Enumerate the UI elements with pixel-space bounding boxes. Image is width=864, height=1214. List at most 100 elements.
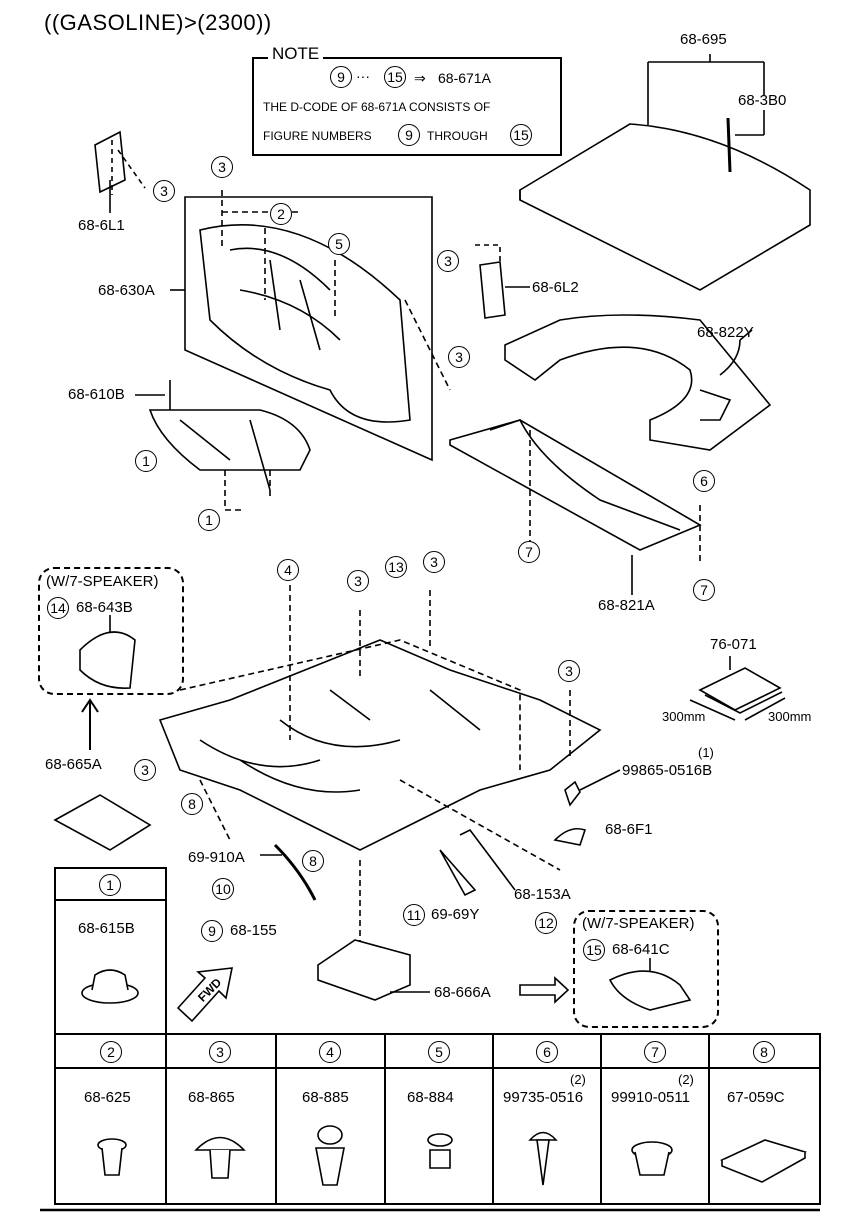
- note-box: [252, 57, 562, 156]
- speaker-right-heading: (W/7-SPEAKER): [582, 915, 695, 932]
- callout-3: 3: [448, 346, 470, 368]
- note-arrow: ⇒: [414, 70, 426, 86]
- label-dim-b: 300mm: [768, 709, 812, 724]
- pad-icon-8: [719, 1139, 808, 1183]
- callout-8: 8: [302, 850, 324, 872]
- note-line3-num-15: 15: [510, 124, 532, 146]
- table-num-1: 1: [99, 874, 121, 896]
- pad-665a-drawing: [53, 794, 152, 851]
- speaker-left-heading: (W/7-SPEAKER): [46, 573, 159, 590]
- label-99865-0516b: 99865-0516B: [622, 762, 713, 779]
- callout-8: 8: [181, 793, 203, 815]
- table-part-99735-0516: 99735-0516: [503, 1089, 584, 1106]
- table-num-5: 5: [428, 1041, 450, 1063]
- callout-1: 1: [198, 509, 220, 531]
- rear-tray-drawing: [504, 314, 772, 451]
- note-line-3b: THROUGH: [427, 129, 488, 143]
- note-heading: NOTE: [268, 44, 324, 64]
- note-target: 68-671A: [438, 70, 491, 86]
- note-range-sep: ···: [356, 68, 370, 84]
- label-dim-a: 300mm: [662, 709, 706, 724]
- grommet-icon-7: [631, 1141, 673, 1176]
- label-68-3b0: 68-3B0: [738, 92, 787, 109]
- table-part-68-615b: 68-615B: [78, 920, 135, 937]
- dash-panel-drawing: [199, 224, 411, 423]
- table-part-68-625: 68-625: [84, 1089, 131, 1106]
- panel-6l2-drawing: [479, 261, 506, 319]
- callout-3: 3: [558, 660, 580, 682]
- callout-3: 3: [211, 156, 233, 178]
- callout-3: 3: [153, 180, 175, 202]
- callout-10: 10: [212, 878, 234, 900]
- table-num-2: 2: [100, 1041, 122, 1063]
- table-qty-7: (2): [678, 1072, 694, 1087]
- label-68-695: 68-695: [680, 31, 727, 48]
- label-76-071: 76-071: [710, 636, 757, 653]
- callout-3: 3: [134, 759, 156, 781]
- cross-member-drawing: [148, 409, 311, 471]
- page-title: ((GASOLINE)>(2300)): [44, 10, 272, 35]
- pad-76-071-drawing: [698, 667, 782, 711]
- label-68-822y: 68-822Y: [697, 324, 754, 341]
- table-part-68-884: 68-884: [407, 1089, 454, 1106]
- callout-4: 4: [277, 559, 299, 581]
- label-68-641c: 68-641C: [612, 941, 670, 958]
- clip-icon-1: [81, 969, 139, 1004]
- label-68-153a: 68-153A: [514, 886, 571, 903]
- callout-12: 12: [535, 912, 557, 934]
- table-num-7: 7: [644, 1041, 666, 1063]
- table-num-4: 4: [319, 1041, 341, 1063]
- speaker-box-left: [38, 567, 184, 695]
- table-num-6: 6: [536, 1041, 558, 1063]
- screw-icon-6: [528, 1131, 558, 1186]
- clip-icon-5: [427, 1133, 453, 1169]
- callout-6: 6: [693, 470, 715, 492]
- callout-7: 7: [518, 541, 540, 563]
- label-68-643b: 68-643B: [76, 599, 133, 616]
- table-part-67-059c: 67-059C: [727, 1089, 785, 1106]
- clip-icon-3: [194, 1136, 246, 1179]
- dash-panel-box: [184, 196, 433, 462]
- speaker-box-right: [573, 910, 719, 1028]
- label-68-665a: 68-665A: [45, 756, 102, 773]
- clip-icon-4: [315, 1125, 345, 1186]
- table-num-8: 8: [753, 1041, 775, 1063]
- table-qty-6: (2): [570, 1072, 586, 1087]
- callout-1: 1: [135, 450, 157, 472]
- table-part-99910-0511: 99910-0511: [611, 1089, 690, 1106]
- callout-3: 3: [437, 250, 459, 272]
- label-69-69y: 69-69Y: [431, 906, 480, 923]
- table-part-68-865: 68-865: [188, 1089, 235, 1106]
- label-69-910a: 69-910A: [188, 849, 245, 866]
- pad-666a-drawing: [317, 939, 411, 1001]
- note-line-2: THE D-CODE OF 68-671A CONSISTS OF: [263, 100, 491, 114]
- label-68-6l1: 68-6L1: [78, 217, 125, 234]
- callout-5: 5: [328, 233, 350, 255]
- callout-15: 15: [583, 939, 605, 961]
- label-68-666a: 68-666A: [434, 984, 491, 1001]
- label-68-610b: 68-610B: [68, 386, 125, 403]
- callout-14: 14: [47, 597, 69, 619]
- callout-3: 3: [423, 551, 445, 573]
- callout-2: 2: [270, 203, 292, 225]
- label-68-821a: 68-821A: [598, 597, 655, 614]
- note-line3-num-9: 9: [398, 124, 420, 146]
- label-68-6l2: 68-6L2: [532, 279, 579, 296]
- callout-9: 9: [201, 920, 223, 942]
- table-num-3: 3: [209, 1041, 231, 1063]
- panel-6l1-drawing: [94, 130, 126, 194]
- callout-7: 7: [693, 579, 715, 601]
- label-68-630a: 68-630A: [98, 282, 155, 299]
- note-line-3a: FIGURE NUMBERS: [263, 129, 372, 143]
- note-num-9: 9: [330, 66, 352, 88]
- label-68-6f1: 68-6F1: [605, 821, 653, 838]
- trunk-board-drawing: [519, 123, 811, 291]
- label-68-155: 68-155: [230, 922, 277, 939]
- callout-3: 3: [347, 570, 369, 592]
- note-num-15: 15: [384, 66, 406, 88]
- label-99865-qty: (1): [698, 745, 714, 760]
- clip-icon-2: [97, 1138, 127, 1176]
- callout-13: 13: [385, 556, 407, 578]
- callout-11: 11: [403, 904, 425, 926]
